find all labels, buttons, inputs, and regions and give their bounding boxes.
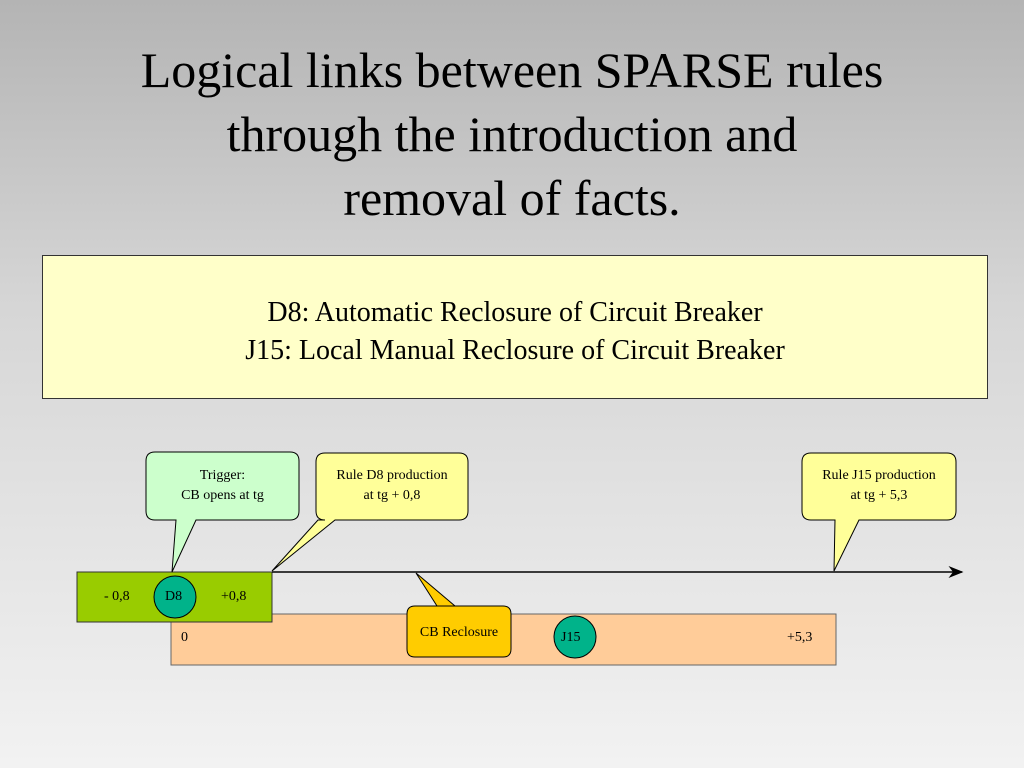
d8-production-text: Rule D8 production at tg + 0,8 <box>316 466 468 506</box>
j15-node-label: J15 <box>561 630 581 645</box>
definition-d8: D8: Automatic Reclosure of Circuit Break… <box>267 297 763 328</box>
cb-reclosure-callout <box>406 572 512 658</box>
d8-node <box>153 575 197 619</box>
j15-window-end-label: +5,3 <box>787 630 813 645</box>
d8-production-callout <box>271 452 469 572</box>
j15-production-line-2: at tg + 5,3 <box>850 488 908 503</box>
cb-reclosure-text: CB Reclosure <box>407 623 511 643</box>
trigger-line-1: Trigger: <box>199 468 246 483</box>
trigger-callout-text: Trigger: CB opens at tg <box>146 466 299 506</box>
j15-production-line-1: Rule J15 production <box>822 468 936 483</box>
d8-window-end-label: +0,8 <box>221 589 247 604</box>
title-line-2: through the introduction and <box>226 106 798 162</box>
d8-node-label: D8 <box>165 589 183 604</box>
slide-title: Logical links between SPARSE rules throu… <box>40 38 984 230</box>
rule-definitions-box: D8: Automatic Reclosure of Circuit Break… <box>42 255 988 399</box>
trigger-line-2: CB opens at tg <box>181 488 264 503</box>
trigger-callout <box>145 451 300 573</box>
j15-window-start-label: 0 <box>181 630 188 645</box>
title-line-3: removal of facts. <box>343 170 681 226</box>
definition-j15: J15: Local Manual Reclosure of Circuit B… <box>245 335 785 366</box>
d8-window-start-label: - 0,8 <box>104 589 130 604</box>
j15-production-callout <box>801 452 957 572</box>
d8-production-line-1: Rule D8 production <box>336 468 448 483</box>
j15-production-text: Rule J15 production at tg + 5,3 <box>802 466 956 506</box>
j15-node <box>553 615 597 659</box>
d8-production-line-2: at tg + 0,8 <box>363 488 421 503</box>
cb-reclosure-label: CB Reclosure <box>419 625 499 640</box>
title-line-1: Logical links between SPARSE rules <box>140 42 884 98</box>
